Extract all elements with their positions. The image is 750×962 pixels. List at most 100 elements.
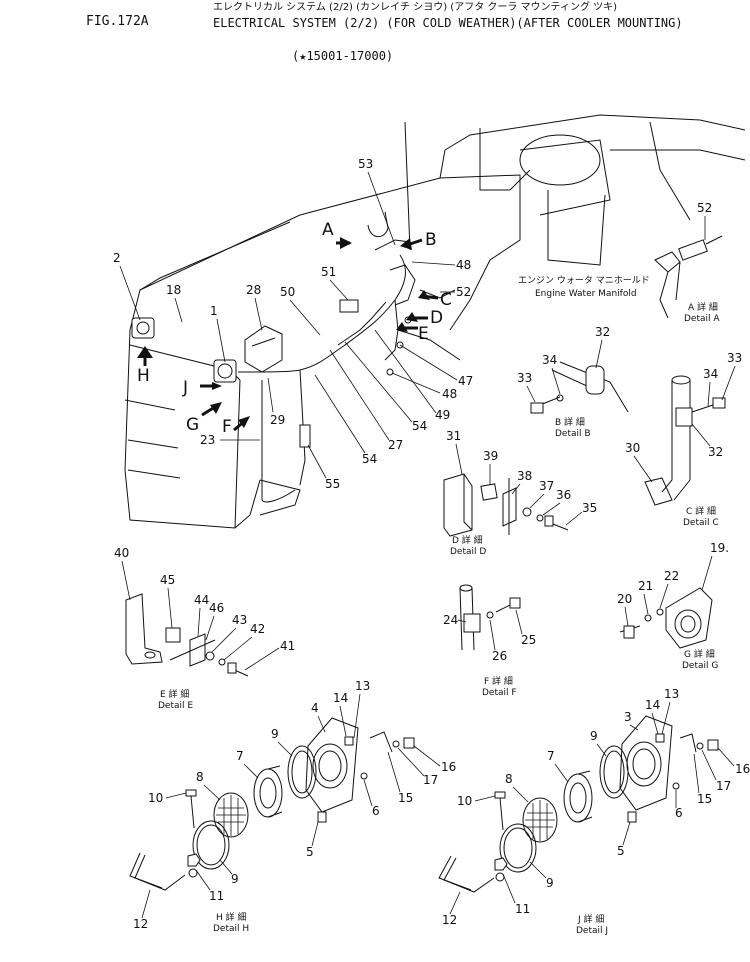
callout-e-41: 41	[280, 639, 295, 653]
callout-c-34: 34	[703, 367, 718, 381]
detail-h-kana: H 詳 細	[216, 911, 247, 923]
title-katakana: エレクトリカル システム (2/2) (カンレイチ シヨウ) (アフタ クーラ …	[213, 2, 618, 13]
callout-f-26: 26	[492, 649, 507, 663]
callout-h-9: 9	[271, 727, 279, 741]
detail-f-caption: Detail F	[482, 688, 517, 698]
detail-j: 3 14 13 7 9 8 10 16 17 15 6 5 9 11 12 J …	[438, 687, 750, 936]
callout-a-52: 52	[697, 201, 712, 215]
callout-j-3: 3	[624, 710, 632, 724]
callout-h-5: 5	[306, 845, 314, 859]
view-label-a: A	[322, 220, 334, 240]
figure-number: FIG.172A	[86, 14, 149, 29]
callout-f-24: 24	[443, 613, 458, 627]
callout-j-8: 8	[505, 772, 513, 786]
detail-e-caption: Detail E	[158, 701, 193, 711]
callout-47: 47	[458, 374, 473, 388]
detail-h-caption: Detail H	[213, 924, 249, 934]
detail-g: 19. 21 22 20 G 詳 細 Detail G	[617, 541, 729, 671]
detail-f: 24 26 25 F 詳 細 Detail F	[443, 584, 536, 698]
callout-e-40: 40	[114, 546, 129, 560]
callout-18: 18	[166, 283, 181, 297]
callout-h-11: 11	[209, 889, 224, 903]
detail-j-caption: Detail J	[576, 926, 608, 936]
callout-h-17: 17	[423, 773, 438, 787]
callout-e-45: 45	[160, 573, 175, 587]
callout-51: 51	[321, 265, 336, 279]
callout-j-9: 9	[590, 729, 598, 743]
callout-e-44: 44	[194, 593, 209, 607]
callout-23: 23	[200, 433, 215, 447]
callout-2: 2	[113, 251, 121, 265]
callout-h-9b: 9	[231, 872, 239, 886]
callout-g-21: 21	[638, 579, 653, 593]
view-arrows: A B C D E F G H J	[137, 220, 452, 437]
machine-body-outline	[124, 114, 746, 529]
view-label-e: E	[418, 324, 429, 344]
callout-e-43: 43	[232, 613, 247, 627]
serial-range: (★15001-17000)	[292, 49, 394, 63]
callout-h-10: 10	[148, 791, 163, 805]
engine-manifold-kana: エンジン ウォータ マニホールド	[518, 275, 650, 286]
callout-e-46: 46	[209, 601, 224, 615]
callout-h-6: 6	[372, 804, 380, 818]
callout-52: 52	[456, 285, 471, 299]
detail-b-caption: Detail B	[555, 429, 591, 439]
callout-j-10: 10	[457, 794, 472, 808]
callout-1: 1	[210, 304, 218, 318]
detail-d: 31 39 38 37 36 35 D 詳 細 Detail D	[443, 429, 597, 557]
callout-c-32: 32	[708, 445, 723, 459]
diagram-title: ELECTRICAL SYSTEM (2/2) (FOR COLD WEATHE…	[213, 16, 683, 30]
callout-j-6: 6	[675, 806, 683, 820]
arrow-h-icon	[137, 346, 153, 358]
callout-d-39: 39	[483, 449, 498, 463]
callout-c-33: 33	[727, 351, 742, 365]
view-label-g: G	[186, 415, 199, 435]
callout-53: 53	[358, 157, 373, 171]
view-label-h: H	[137, 366, 150, 386]
main-callouts: 53 2 18 28 50 51 48 52 1 47 48 49 29 27 …	[113, 157, 473, 491]
callout-j-9b: 9	[546, 876, 554, 890]
callout-j-11: 11	[515, 902, 530, 916]
callout-g-19: 19.	[710, 541, 729, 555]
detail-b: 32 34 33 B 詳 細 Detail B	[517, 325, 629, 439]
callout-h-8: 8	[196, 770, 204, 784]
callout-55: 55	[325, 477, 340, 491]
detail-c: 33 34 32 30 C 詳 細 Detail C	[625, 351, 742, 528]
callout-h-12: 12	[133, 917, 148, 931]
callout-h-13: 13	[355, 679, 370, 693]
callout-b-34: 34	[542, 353, 557, 367]
callout-27: 27	[388, 438, 403, 452]
view-label-f: F	[222, 417, 232, 437]
callout-b-33: 33	[517, 371, 532, 385]
callout-j-5: 5	[617, 844, 625, 858]
callout-c-30: 30	[625, 441, 640, 455]
view-label-c: C	[440, 290, 452, 310]
detail-f-kana: F 詳 細	[484, 675, 513, 687]
callout-j-12: 12	[442, 913, 457, 927]
callout-54b: 54	[362, 452, 377, 466]
callout-h-4: 4	[311, 701, 319, 715]
callout-f-25: 25	[521, 633, 536, 647]
detail-c-kana: C 詳 細	[686, 505, 716, 517]
detail-h: 4 14 13 7 9 8 10 16 17 15 6 5 9 11 12 H …	[129, 679, 456, 934]
detail-a: 52 エンジン ウォータ マニホールド Engine Water Manifol…	[518, 201, 723, 324]
callout-d-35: 35	[582, 501, 597, 515]
callout-d-38: 38	[517, 469, 532, 483]
detail-a-caption: Detail A	[684, 314, 720, 324]
callout-28: 28	[246, 283, 261, 297]
callout-h-15: 15	[398, 791, 413, 805]
callout-j-13: 13	[664, 687, 679, 701]
callout-b-32: 32	[595, 325, 610, 339]
callout-d-31: 31	[446, 429, 461, 443]
detail-d-caption: Detail D	[450, 547, 486, 557]
engine-manifold-label: Engine Water Manifold	[535, 289, 637, 299]
callout-54: 54	[412, 419, 427, 433]
view-label-b: B	[425, 230, 437, 250]
callout-29: 29	[270, 413, 285, 427]
view-label-j: J	[182, 378, 188, 398]
detail-j-kana: J 詳 細	[577, 913, 604, 925]
detail-a-kana: A 詳 細	[688, 301, 718, 313]
callout-49: 49	[435, 408, 450, 422]
detail-b-kana: B 詳 細	[555, 416, 585, 428]
